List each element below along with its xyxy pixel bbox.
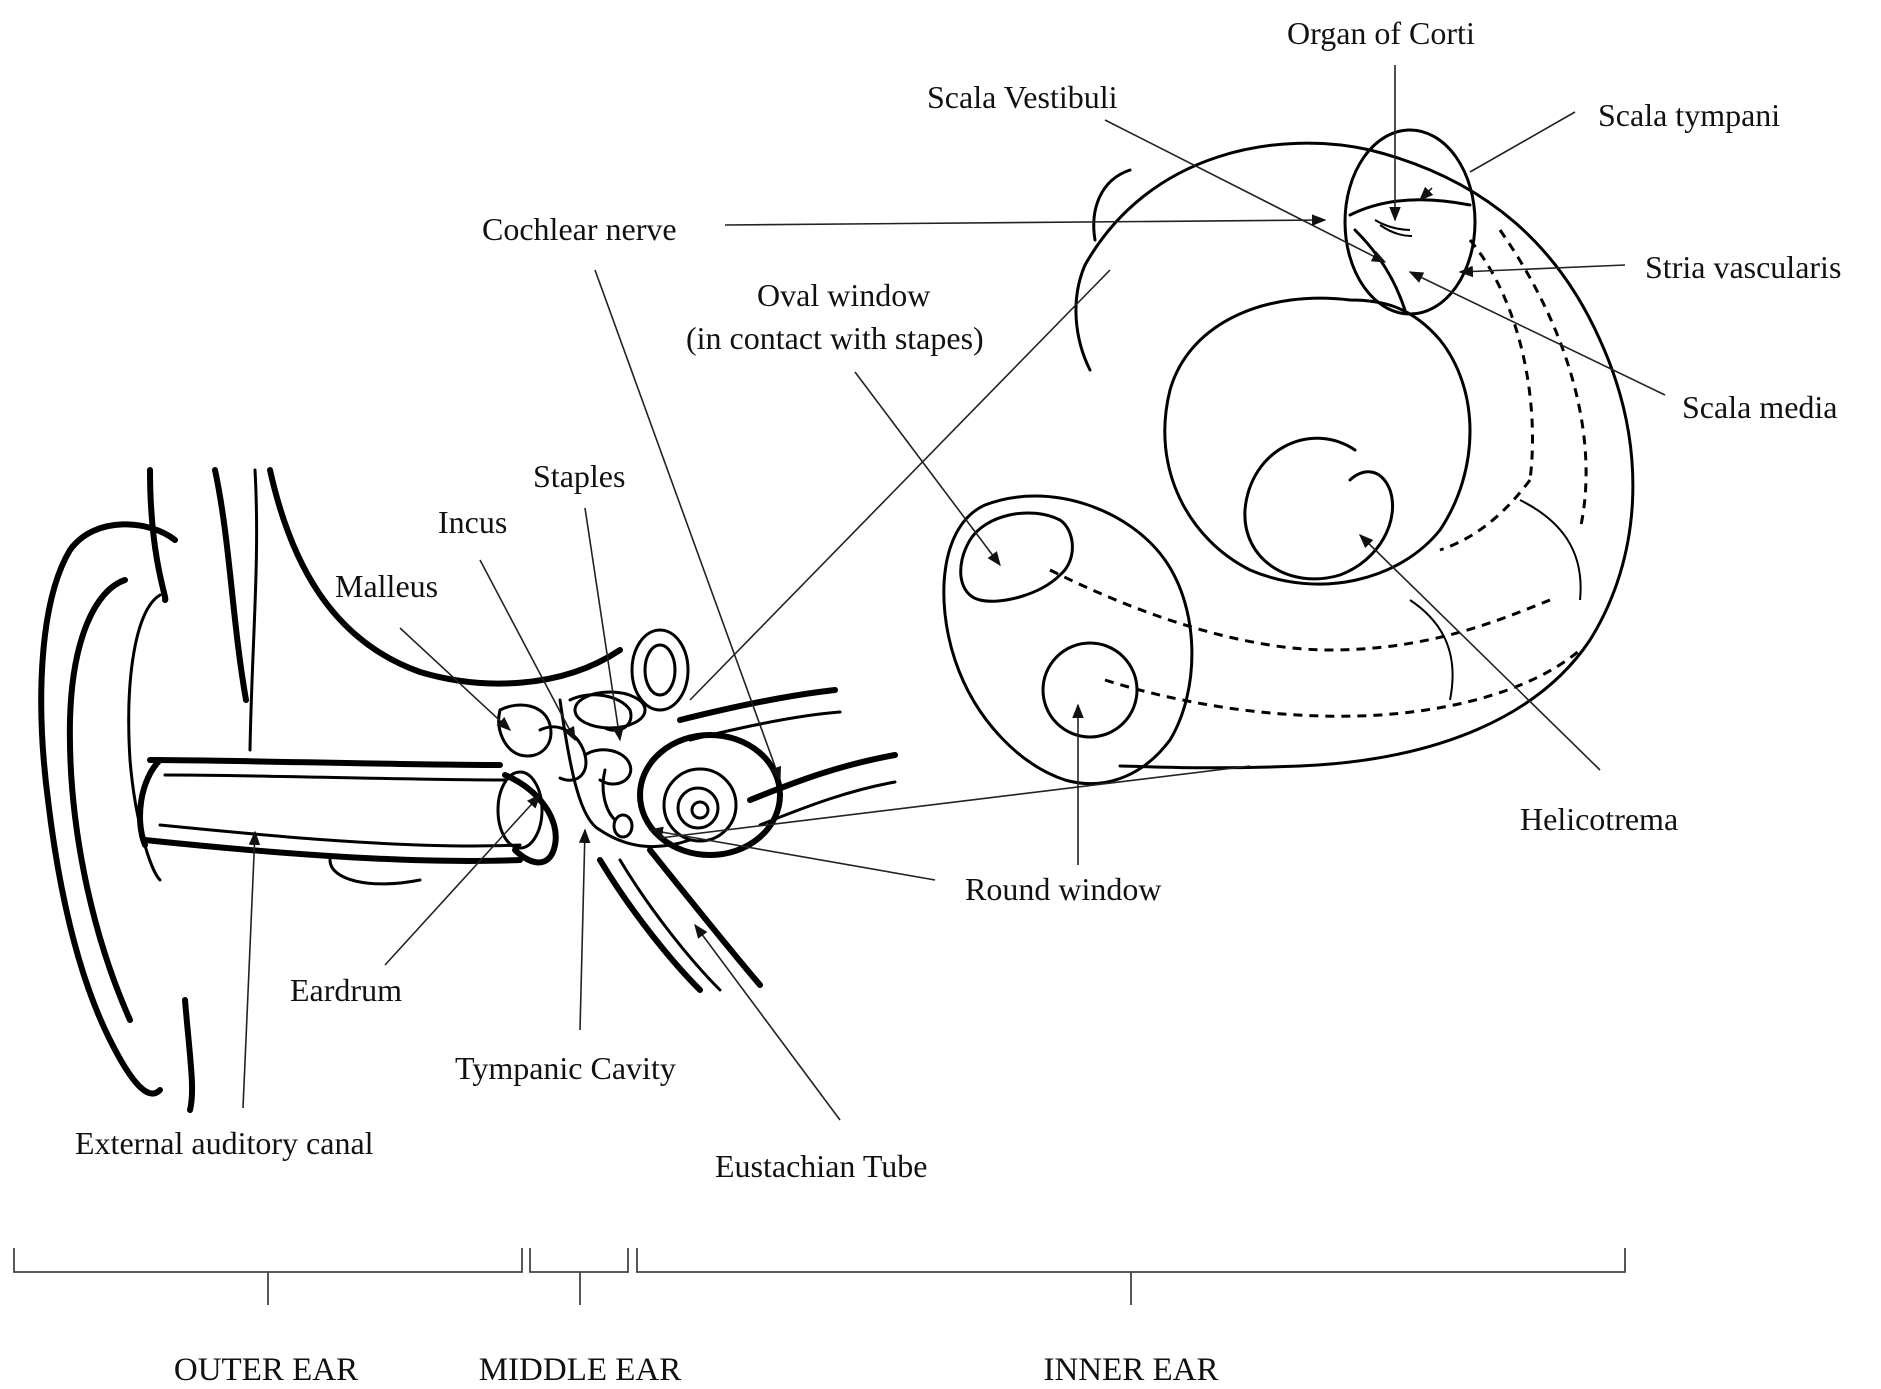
label-eustachian-tube: Eustachian Tube: [715, 1148, 927, 1184]
section-middle-ear: MIDDLE EAR: [479, 1352, 682, 1388]
middle-ear-drawing: [498, 630, 895, 990]
label-incus: Incus: [438, 504, 507, 540]
label-oval-window-note: (in contact with stapes): [686, 320, 984, 356]
leader-lines: [243, 65, 1665, 1120]
section-labels: OUTER EAR MIDDLE EAR INNER EAR: [174, 1352, 1219, 1388]
section-outer-ear: OUTER EAR: [174, 1352, 358, 1388]
cochlea-cross-section: [1050, 130, 1633, 768]
label-external-auditory-canal: External auditory canal: [75, 1125, 374, 1161]
label-scala-tympani: Scala tympani: [1598, 97, 1780, 133]
label-staples: Staples: [533, 458, 625, 494]
label-eardrum: Eardrum: [290, 972, 402, 1008]
label-cochlear-nerve: Cochlear nerve: [482, 211, 677, 247]
section-brackets: [14, 1248, 1625, 1305]
label-scala-media: Scala media: [1682, 389, 1837, 425]
label-helicotrema: Helicotrema: [1520, 801, 1678, 837]
label-malleus: Malleus: [335, 568, 438, 604]
label-stria-vascularis: Stria vascularis: [1645, 249, 1841, 285]
section-inner-ear: INNER EAR: [1043, 1352, 1218, 1388]
label-tympanic-cavity: Tympanic Cavity: [455, 1050, 676, 1086]
bracket-middle-ear: [530, 1248, 628, 1305]
label-oval-window: Oval window: [757, 277, 930, 313]
label-organ-of-corti: Organ of Corti: [1287, 15, 1475, 51]
label-round-window: Round window: [965, 871, 1161, 907]
labels: Organ of Corti Scala Vestibuli Scala tym…: [75, 15, 1841, 1184]
bracket-outer-ear: [14, 1248, 522, 1305]
label-scala-vestibuli: Scala Vestibuli: [927, 79, 1118, 115]
bracket-inner-ear: [637, 1248, 1625, 1305]
